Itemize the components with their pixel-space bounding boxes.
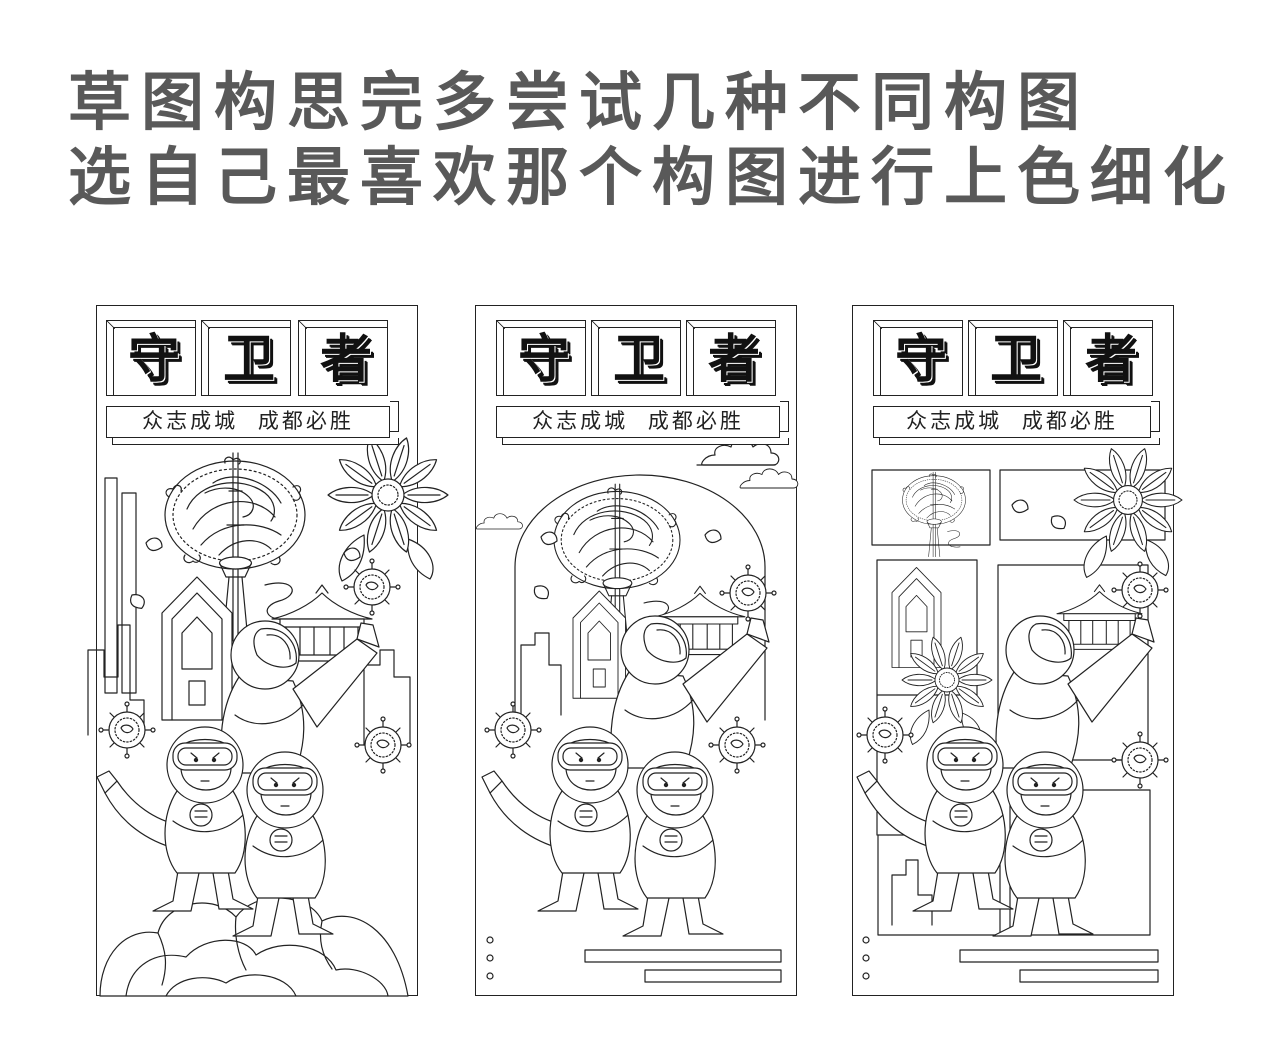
- bottom-dot: [861, 971, 870, 980]
- chengdu-tower-swirl: [901, 471, 966, 557]
- arch-building: [572, 590, 626, 699]
- tall-building: [103, 476, 118, 694]
- virus-badge: [97, 700, 156, 759]
- poster-1-illustration: [86, 305, 418, 997]
- poster-sketch-1: 守 卫 者 众志成城 成都必胜: [86, 305, 418, 997]
- subtitle-text: 众志成城 成都必胜: [142, 409, 354, 433]
- title-char: 卫: [989, 330, 1042, 390]
- bottom-dot: [485, 971, 494, 980]
- panel-skyline: [890, 858, 933, 926]
- bottom-dot: [861, 935, 870, 944]
- leaf: [530, 581, 552, 602]
- bottom-dot: [861, 953, 870, 962]
- title-box: 守: [106, 320, 196, 396]
- subtitle-bar: 众志成城 成都必胜: [106, 401, 399, 445]
- leaf: [342, 546, 361, 561]
- title-box: 卫: [201, 320, 291, 396]
- title-char: 守: [127, 330, 180, 390]
- virus-badge: [1110, 730, 1169, 789]
- leaf: [144, 536, 163, 551]
- title-char: 卫: [612, 330, 665, 390]
- panel-frame: [870, 468, 991, 546]
- left-skyline: [86, 623, 145, 736]
- subtitle-bar: 众志成城 成都必胜: [873, 401, 1160, 445]
- title-box: 卫: [591, 320, 681, 396]
- leaf: [1047, 511, 1069, 532]
- flower: [328, 435, 448, 580]
- title-char: 卫: [222, 330, 275, 390]
- subtitle-text: 众志成城 成都必胜: [906, 409, 1118, 433]
- subtitle-bar: 众志成城 成都必胜: [496, 401, 789, 445]
- info-bar: [958, 948, 1159, 963]
- heading-line-1: 草图构思完多尝试几种不同构图: [68, 66, 1090, 139]
- title-char: 者: [1084, 330, 1137, 390]
- title-char: 守: [517, 330, 570, 390]
- poster-sketch-2: 守 卫 者 众志成城 成都必胜: [475, 305, 798, 996]
- dome-outline: [513, 473, 766, 721]
- cloud: [739, 467, 798, 488]
- poster-3-illustration: [855, 305, 1174, 983]
- title-box: 者: [298, 320, 388, 396]
- arch-building: [160, 575, 233, 721]
- virus-badge: [707, 715, 766, 774]
- title-box: 守: [496, 320, 586, 396]
- leaf: [539, 530, 558, 545]
- title-box: 卫: [968, 320, 1058, 396]
- left-skyline: [519, 631, 562, 716]
- title-char: 守: [894, 330, 947, 390]
- bottom-lotus: [98, 896, 409, 997]
- cloud: [475, 512, 523, 529]
- subtitle-text: 众志成城 成都必胜: [532, 409, 744, 433]
- poster-sketch-3: 守 卫 者 众志成城 成都必胜: [852, 305, 1174, 996]
- info-bar: [583, 948, 782, 963]
- info-bar: [643, 968, 782, 983]
- title-box: 守: [873, 320, 963, 396]
- info-bar: [1018, 968, 1159, 983]
- bottom-dot: [485, 935, 494, 944]
- leaf: [1010, 498, 1029, 513]
- hazmat-figure-goggles-left: [536, 725, 639, 912]
- leaf: [703, 528, 722, 543]
- poster-2-illustration: [475, 438, 798, 983]
- virus-badge: [855, 705, 914, 764]
- title-char: 者: [707, 330, 760, 390]
- virus-badge: [483, 700, 542, 759]
- flower: [1074, 446, 1182, 577]
- title-char: 者: [319, 330, 372, 390]
- hazmat-figure-goggles-left: [151, 725, 254, 912]
- heading-line-2: 选自己最喜欢那个构图进行上色细化: [68, 141, 1236, 214]
- title-box: 者: [686, 320, 776, 396]
- bottom-dot: [485, 953, 494, 962]
- tall-building: [120, 491, 137, 694]
- hazmat-figure-goggles-left: [911, 725, 1014, 912]
- title-box: 者: [1063, 320, 1153, 396]
